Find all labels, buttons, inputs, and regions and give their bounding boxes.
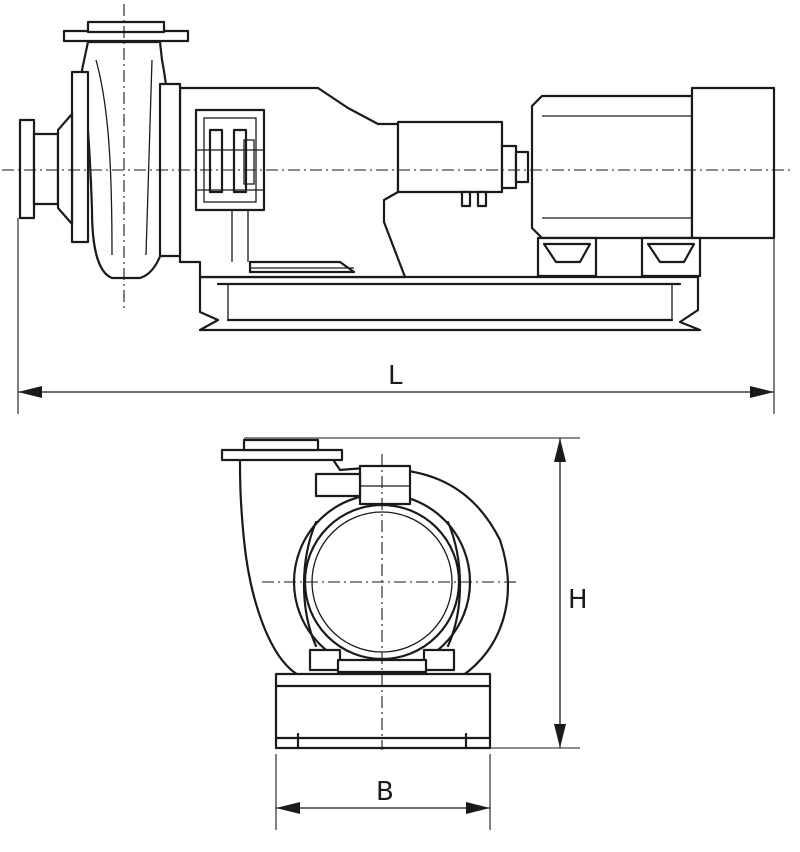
suction-nozzle [18,112,74,226]
height-label: H [568,585,588,615]
width-label: B [376,777,394,807]
electric-motor [530,86,776,278]
end-view: H B [220,437,588,830]
pump-volute [62,20,190,280]
bearing-bracket [178,86,407,279]
dimension-width: B [275,754,491,830]
dimension-height: H [244,437,588,749]
terminal-box [314,464,412,506]
side-view: L [2,4,790,414]
length-label: L [388,361,403,391]
dimension-length: L [17,218,775,414]
shaft-housing [396,120,530,208]
end-view-base [274,672,492,750]
base-frame [198,275,702,332]
